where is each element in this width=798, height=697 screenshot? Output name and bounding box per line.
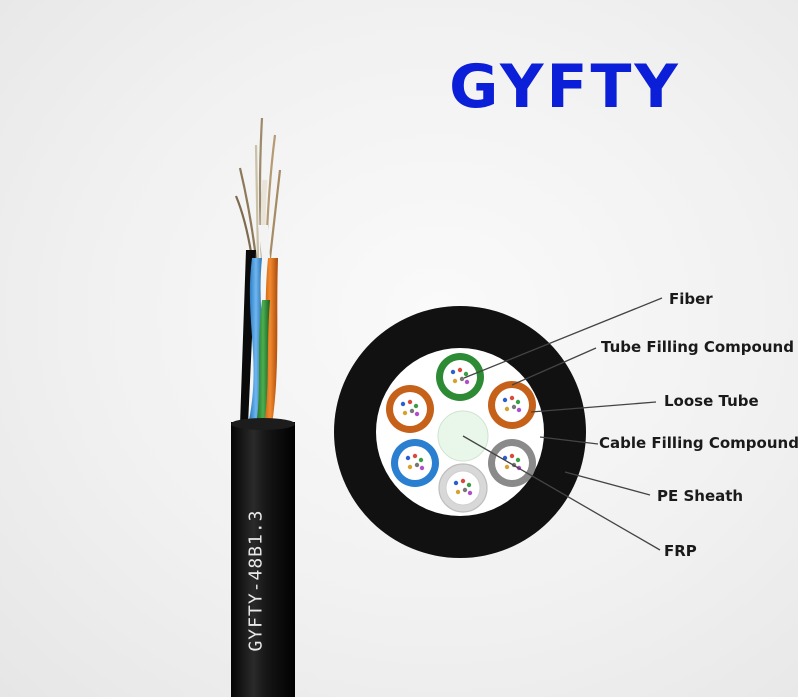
fiber-dot bbox=[504, 406, 510, 412]
label-frp: FRP bbox=[664, 542, 697, 560]
fiber-dot bbox=[466, 482, 472, 488]
label-tube-filling-compound: Tube Filling Compound bbox=[601, 338, 794, 356]
fiber-dot bbox=[464, 379, 470, 385]
label-pe-sheath: PE Sheath bbox=[657, 487, 744, 505]
fiber-dot bbox=[509, 395, 515, 401]
fiber-dot bbox=[455, 489, 461, 495]
fiber-dot bbox=[457, 367, 463, 373]
fiber-dot bbox=[409, 408, 415, 414]
fiber-dot bbox=[511, 404, 517, 410]
fiber-dot bbox=[407, 399, 413, 405]
loose-tube-white bbox=[438, 463, 488, 513]
fiber-dot bbox=[515, 457, 521, 463]
fiber-dot bbox=[460, 478, 466, 484]
label-cable-filling-compound: Cable Filling Compound bbox=[599, 434, 798, 452]
fiber-dot bbox=[402, 410, 408, 416]
fiber-dot bbox=[509, 453, 515, 459]
page-title: GYFTY bbox=[449, 52, 681, 122]
fiber-dot bbox=[418, 457, 424, 463]
fiber-dot bbox=[462, 487, 468, 493]
loose-tube-blue bbox=[391, 439, 439, 487]
loose-tubes-exposed bbox=[240, 225, 278, 425]
loose-tube-gray bbox=[488, 439, 536, 487]
fiber-dot bbox=[467, 490, 473, 496]
fiber-dot bbox=[400, 401, 406, 407]
fiber-dot bbox=[407, 464, 413, 470]
fiber-dot bbox=[502, 397, 508, 403]
loose-tube-orange bbox=[488, 381, 536, 429]
fiber-dot bbox=[414, 411, 420, 417]
fiber-dot bbox=[459, 376, 465, 382]
loose-tube-orange bbox=[386, 385, 434, 433]
label-loose-tube: Loose Tube bbox=[664, 392, 759, 410]
leader-lines bbox=[462, 297, 663, 551]
label-fiber: Fiber bbox=[669, 290, 713, 308]
fiber-dot bbox=[414, 462, 420, 468]
fiber-dot bbox=[450, 369, 456, 375]
cable-sheath bbox=[231, 422, 295, 697]
fiber-dot bbox=[413, 403, 419, 409]
fiber-dot bbox=[463, 371, 469, 377]
fiber-dot bbox=[515, 399, 521, 405]
fiber-dot bbox=[516, 407, 522, 413]
loose-tube-green bbox=[436, 353, 484, 401]
fiber-dot bbox=[452, 378, 458, 384]
fiber-dot bbox=[405, 455, 411, 461]
fiber-dot bbox=[453, 480, 459, 486]
fiber-dot bbox=[419, 465, 425, 471]
fiber-dot bbox=[412, 453, 418, 459]
fiber-dot bbox=[504, 464, 510, 470]
